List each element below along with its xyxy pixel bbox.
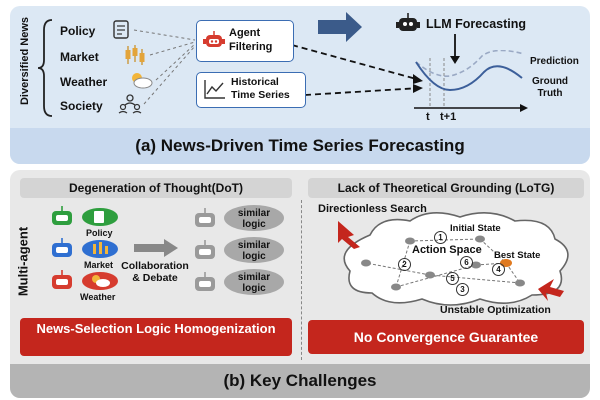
step-5: 5 <box>446 272 459 285</box>
action-space-diagram <box>338 212 569 306</box>
step-6: 6 <box>460 256 473 269</box>
lotg-header: Lack of Theoretical Grounding (LoTG) <box>308 178 584 198</box>
panel-b-caption: (b) Key Challenges <box>223 371 377 390</box>
multi-agent-label: Multi-agent <box>15 226 31 297</box>
similar-logic-bubbles <box>224 205 284 295</box>
robot-icon <box>203 31 225 47</box>
panel-b-caption-bar: (b) Key Challenges <box>10 364 590 398</box>
agents-group <box>52 206 118 290</box>
t-label: t <box>426 111 430 123</box>
llm-robot-icon <box>396 13 420 31</box>
agent-filtering-box: Agent Filtering <box>196 20 294 62</box>
agent-policy-label: Policy <box>86 228 113 238</box>
news-item-weather: Weather <box>60 75 108 89</box>
gray-arrow-icon <box>134 239 178 257</box>
red-arrow-bottom-right <box>538 279 564 301</box>
news-item-society: Society <box>60 99 103 113</box>
forecast-plot <box>414 50 528 112</box>
document-icon <box>113 20 129 39</box>
right-banner: No Convergence Guarantee <box>308 320 584 354</box>
red-robot-icon <box>52 270 72 289</box>
dot-header: Degeneration of Thought(DoT) <box>20 178 292 198</box>
weather-icon <box>132 73 153 89</box>
similar-logic-2: similar logic <box>237 240 271 262</box>
agent-market-label: Market <box>84 260 114 270</box>
collab-debate-label: Collaboration & Debate <box>121 260 189 284</box>
gray-robots-group <box>195 208 215 291</box>
action-space-label: Action Space <box>412 244 482 256</box>
left-banner: News-Selection Logic Homogenization <box>20 318 292 356</box>
news-item-market: Market <box>60 50 99 64</box>
brace-icon <box>37 19 53 117</box>
step-3: 3 <box>456 283 469 296</box>
line-chart-icon <box>204 80 225 99</box>
panel-a-caption: (a) News-Driven Time Series Forecasting <box>135 136 465 155</box>
historical-series-label: Historical Time Series <box>231 76 290 101</box>
step-1: 1 <box>434 231 447 244</box>
agent-filtering-label: Agent Filtering <box>229 27 273 53</box>
llm-forecasting-label: LLM Forecasting <box>426 17 527 31</box>
directionless-label: Directionless Search <box>318 203 427 215</box>
t-plus-1-label: t+1 <box>440 111 457 123</box>
candlestick-icon <box>125 45 145 65</box>
step-4: 4 <box>492 263 505 276</box>
green-robot-icon <box>52 206 72 225</box>
similar-logic-1: similar logic <box>237 208 271 230</box>
unstable-label: Unstable Optimization <box>440 304 551 316</box>
news-item-policy: Policy <box>60 24 96 38</box>
prediction-label: Prediction <box>530 56 579 67</box>
people-icon <box>118 94 142 114</box>
best-state-label: Best State <box>494 250 541 261</box>
initial-state-label: Initial State <box>450 223 501 234</box>
panel-a-caption-bar: (a) News-Driven Time Series Forecasting <box>10 128 590 164</box>
historical-series-box: Historical Time Series <box>196 72 306 108</box>
red-arrow-top-left <box>338 221 360 249</box>
blue-robot-icon <box>52 238 72 257</box>
step-2: 2 <box>398 258 411 271</box>
similar-logic-3: similar logic <box>237 272 271 294</box>
panel-a-connectors <box>133 12 460 105</box>
panel-b-divider <box>301 200 302 360</box>
ground-truth-label: Ground Truth <box>531 76 569 99</box>
agent-weather-label: Weather <box>80 292 116 302</box>
